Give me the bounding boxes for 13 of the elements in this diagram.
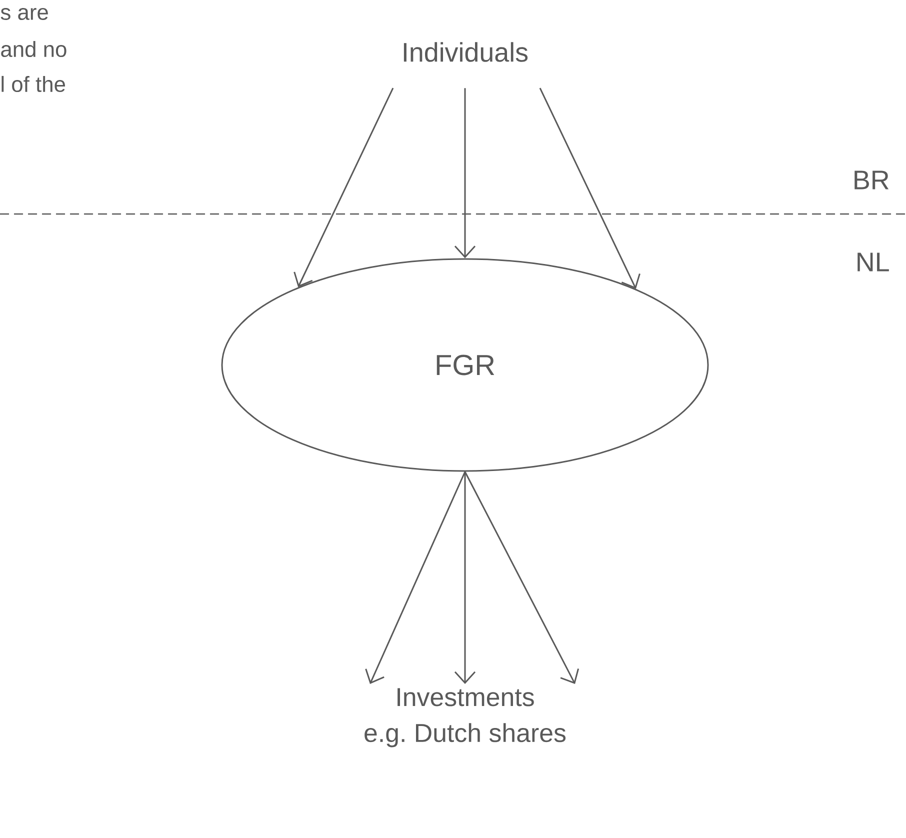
arrow <box>454 88 476 258</box>
source-label: Individuals <box>404 42 528 62</box>
arrow <box>539 88 640 289</box>
arrow <box>464 471 580 684</box>
region-label: NL <box>858 252 889 272</box>
target-label: Investments e.g. Dutch shares <box>364 688 566 748</box>
note-text: l of the <box>2 76 66 92</box>
arrow <box>454 472 476 684</box>
note-text: s are <box>0 8 48 20</box>
arrow <box>294 88 394 288</box>
region-label: BR <box>854 170 889 190</box>
arrow <box>365 471 466 684</box>
note-text: and no <box>1 40 66 58</box>
